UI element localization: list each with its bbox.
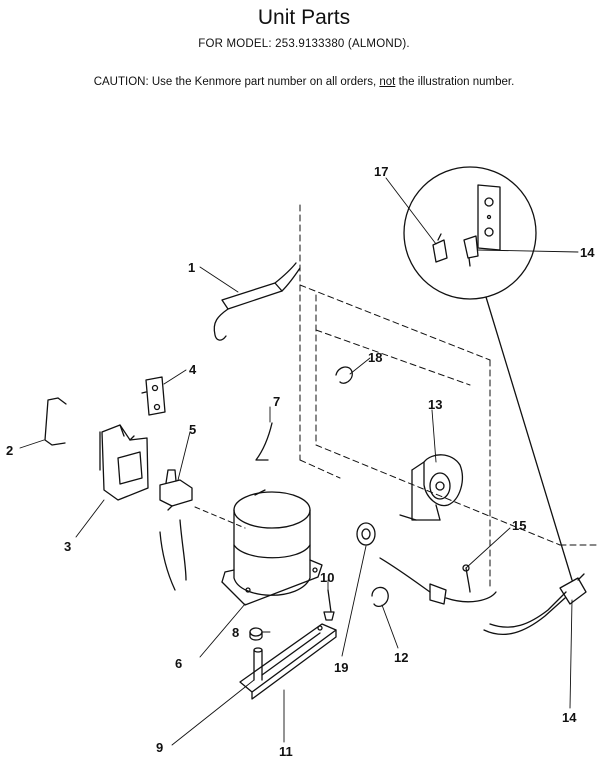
callout-8: 8 bbox=[232, 625, 239, 640]
callout-13: 13 bbox=[428, 397, 442, 412]
part-3-relay bbox=[99, 424, 149, 501]
callout-4: 4 bbox=[189, 362, 197, 377]
caution-prefix: CAUTION: Use the Kenmore part number on … bbox=[93, 76, 380, 88]
outlet-plate bbox=[477, 184, 501, 251]
part-8-grommet bbox=[249, 627, 263, 641]
callout-11: 11 bbox=[279, 744, 293, 759]
model-subtitle: FOR MODEL: 253.9133380 (ALMOND). bbox=[198, 38, 410, 50]
caution-suffix: the illustration number. bbox=[395, 76, 515, 88]
callout-3: 3 bbox=[64, 539, 71, 554]
part-18-clip bbox=[335, 366, 353, 384]
part-9-bolt bbox=[253, 647, 263, 681]
part-14-power-cord bbox=[483, 573, 587, 636]
callout-numbers: 1 2 3 4 5 6 7 8 9 10 11 12 13 14 14 15 1… bbox=[6, 164, 595, 759]
callout-2: 2 bbox=[6, 443, 13, 458]
plug-17 bbox=[432, 233, 448, 263]
callout-15: 15 bbox=[512, 518, 526, 533]
plug-14-detail bbox=[463, 235, 479, 267]
detail-circle bbox=[403, 166, 573, 581]
callout-9: 9 bbox=[156, 740, 163, 755]
part-11-rail bbox=[239, 623, 337, 700]
callout-14-top: 14 bbox=[580, 245, 595, 260]
part-15-cord bbox=[379, 557, 497, 605]
part-2-clip bbox=[44, 397, 67, 446]
page-title: Unit Parts bbox=[257, 6, 351, 29]
part-19-grommet bbox=[356, 522, 376, 546]
relay-wires bbox=[159, 519, 187, 591]
part-12-clamp bbox=[371, 586, 389, 608]
caution-emphasis: not bbox=[379, 76, 396, 88]
callout-10: 10 bbox=[320, 570, 334, 585]
part-5-overload bbox=[159, 469, 193, 511]
caution-note: CAUTION: Use the Kenmore part number on … bbox=[0, 76, 608, 88]
callout-14-bottom: 14 bbox=[562, 710, 577, 725]
callout-5: 5 bbox=[189, 422, 196, 437]
callout-19: 19 bbox=[334, 660, 348, 675]
callout-7: 7 bbox=[273, 394, 280, 409]
callout-1: 1 bbox=[188, 260, 195, 275]
part-1-drier bbox=[213, 262, 301, 341]
part-4-bracket bbox=[141, 376, 166, 416]
leader-lines bbox=[19, 177, 579, 746]
callout-6: 6 bbox=[175, 656, 182, 671]
relay-connection-dash bbox=[194, 506, 246, 529]
callout-12: 12 bbox=[394, 650, 408, 665]
part-10-screw bbox=[323, 589, 335, 621]
part-7-wire bbox=[255, 422, 273, 461]
cabinet-outline bbox=[299, 204, 601, 591]
part-6-compressor bbox=[221, 489, 323, 606]
part-13-motor bbox=[399, 454, 463, 521]
callout-17: 17 bbox=[374, 164, 388, 179]
callout-18: 18 bbox=[368, 350, 382, 365]
